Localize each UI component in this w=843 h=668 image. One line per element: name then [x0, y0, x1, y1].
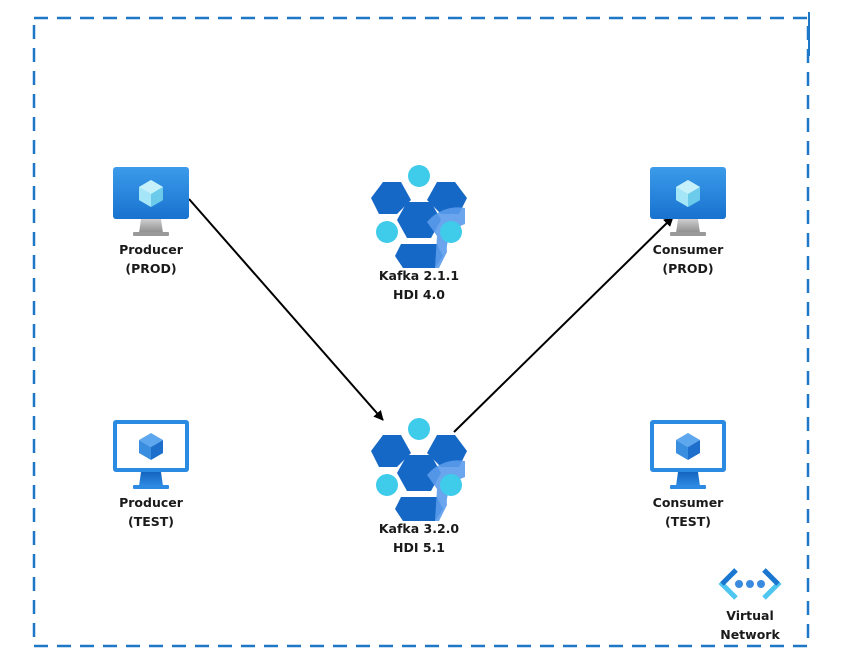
node-label-consumer-prod: Consumer (PROD)	[653, 240, 724, 278]
label-line: (TEST)	[664, 514, 712, 529]
vm-icon-consumer-test[interactable]	[650, 420, 726, 489]
edge-producer-prod-to-kafka-320	[188, 198, 384, 421]
label-line: Producer	[119, 242, 183, 257]
virtual-network-boundary	[32, 16, 810, 648]
node-label-virtual-network: Virtual Network	[720, 606, 780, 644]
label-line: (TEST)	[127, 514, 175, 529]
node-label-kafka-320: Kafka 3.2.0 HDI 5.1	[379, 519, 459, 557]
label-line: Kafka 3.2.0	[378, 521, 460, 536]
virtual-network-icon[interactable]	[718, 568, 782, 600]
label-line: Consumer	[652, 242, 724, 257]
vm-icon-producer-test[interactable]	[113, 420, 189, 489]
node-label-producer-prod: Producer (PROD)	[119, 240, 183, 278]
node-label-kafka-211: Kafka 2.1.1 HDI 4.0	[379, 266, 459, 304]
vm-icon-consumer-prod[interactable]	[650, 167, 726, 236]
label-line: HDI 4.0	[393, 287, 445, 302]
kafka-hdinsight-icon-211[interactable]	[371, 165, 467, 268]
label-line: Consumer	[652, 495, 724, 510]
vm-icon-producer-prod[interactable]	[113, 167, 189, 236]
node-label-producer-test: Producer (TEST)	[119, 493, 183, 531]
label-line: Virtual	[726, 608, 774, 623]
label-line: Network	[720, 627, 780, 642]
label-line: Kafka 2.1.1	[378, 268, 460, 283]
node-label-consumer-test: Consumer (TEST)	[653, 493, 724, 531]
label-line: HDI 5.1	[393, 540, 445, 555]
edge-kafka-320-to-consumer-prod	[453, 216, 674, 433]
label-line: (PROD)	[125, 261, 177, 276]
kafka-hdinsight-icon-320[interactable]	[371, 418, 467, 521]
label-line: Producer	[119, 495, 183, 510]
label-line: (PROD)	[662, 261, 714, 276]
